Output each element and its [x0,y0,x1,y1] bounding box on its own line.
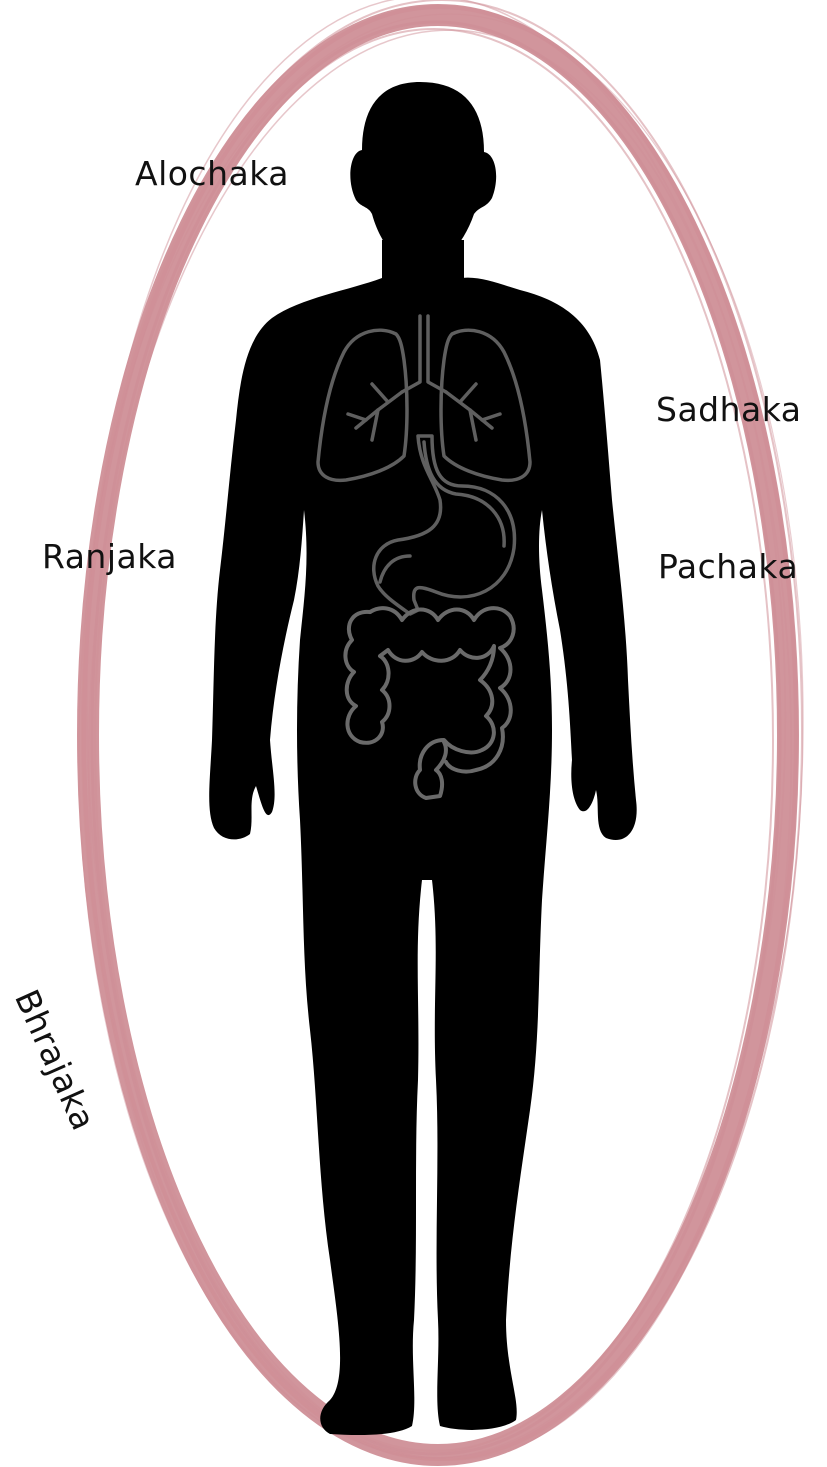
label-sadhaka: Sadhaka [656,393,802,426]
label-ranjaka: Ranjaka [42,540,177,573]
human-silhouette-icon [209,82,636,1435]
label-alochaka: Alochaka [135,157,289,190]
label-pachaka: Pachaka [658,550,798,583]
